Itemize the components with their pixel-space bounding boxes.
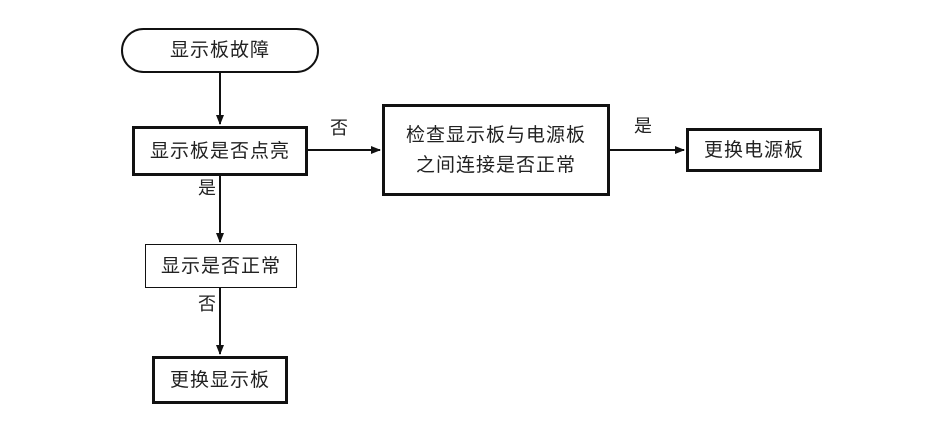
action-replace-power-board-label: 更换电源板: [703, 138, 804, 161]
decision-check-light: 显示板是否点亮: [132, 126, 308, 176]
edge-label-light-no: 否: [330, 118, 348, 139]
start-node: 显示板故障: [121, 28, 319, 73]
action-replace-power-board: 更换电源板: [686, 128, 822, 172]
decision-check-display: 显示是否正常: [145, 244, 297, 288]
edge-label-display-no: 否: [198, 294, 216, 315]
decision-check-connection-label: 检查显示板与电源板之间连接是否正常: [405, 123, 586, 176]
edge-label-connection-yes: 是: [634, 116, 652, 137]
action-replace-display-board: 更换显示板: [152, 356, 288, 404]
start-node-label: 显示板故障: [169, 39, 270, 62]
decision-check-connection: 检查显示板与电源板之间连接是否正常: [382, 104, 610, 196]
edge-label-light-yes: 是: [198, 178, 216, 199]
decision-check-display-label: 显示是否正常: [160, 254, 281, 277]
decision-check-light-label: 显示板是否点亮: [149, 139, 290, 162]
action-replace-display-board-label: 更换显示板: [169, 368, 270, 391]
